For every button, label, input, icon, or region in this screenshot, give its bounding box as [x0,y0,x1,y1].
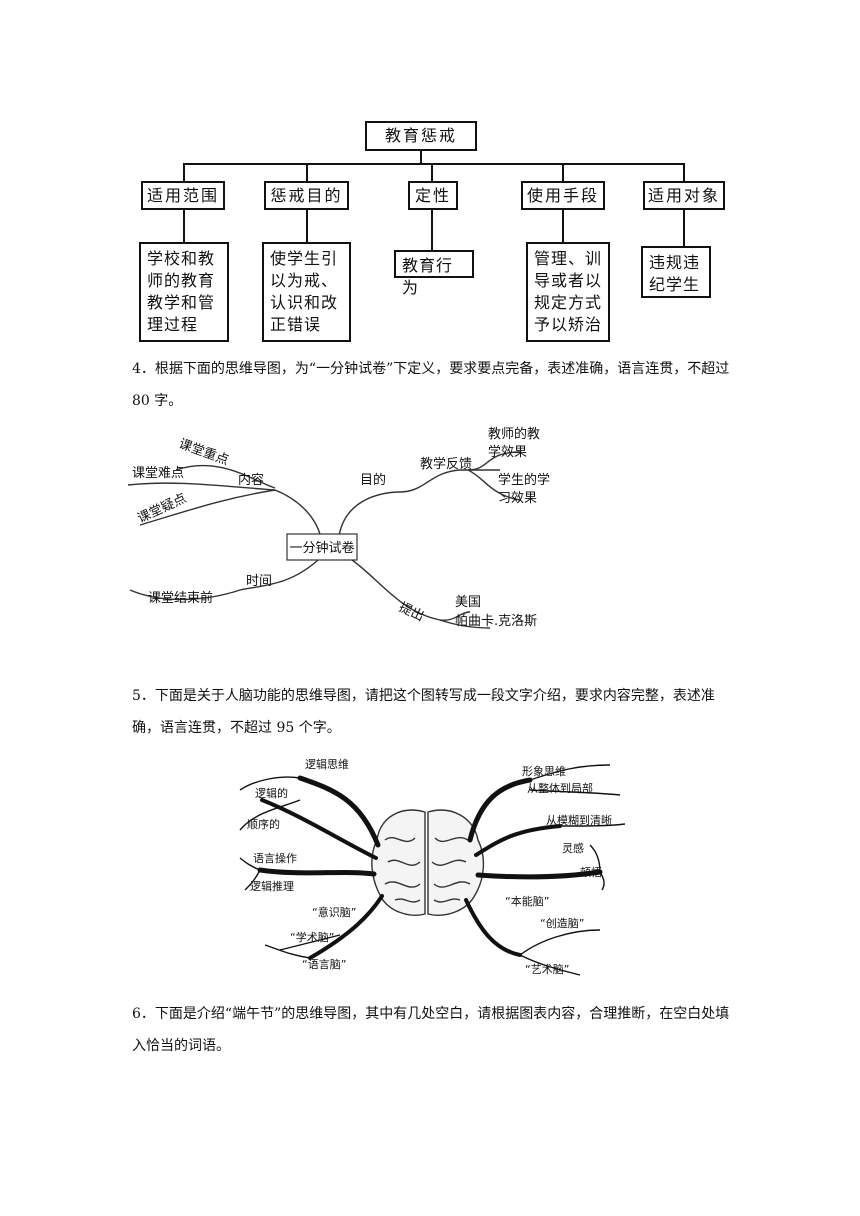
tree-branch-box: 适用范围 [141,181,225,210]
mindmap-center-label: 一分钟试卷 [289,540,354,556]
tree-branch-box: 定性 [408,181,458,210]
mindmap-center-box [286,533,358,561]
tree-detail-box: 违规违 纪学生 [641,246,711,298]
brain-right-label: 顿悟 [580,865,602,879]
question-5-text: 5．下面是关于人脑功能的思维导图，请把这个图转写成一段文字介绍，要求内容完整，表… [132,688,715,736]
tree-detail-box: 管理、训 导或者以 规定方式 予以矫治 [526,242,610,342]
tree-root-box: 教育惩戒 [365,121,477,151]
tree-branch-box: 适用对象 [643,181,725,210]
purpose-item-line1: 教师的教 [488,426,540,442]
tree-connector [183,163,185,181]
tree-branch-box: 使用手段 [521,181,605,210]
brain-left-label: 逻辑思维 [305,757,349,771]
time-item: 课堂结束前 [148,590,213,606]
question-6-text: 6．下面是介绍“端午节”的思维导图，其中有几处空白，请根据图表内容，合理推断，在… [132,1006,730,1054]
tree-connector [183,163,683,165]
tree-connector [562,210,564,242]
content-item: 课堂难点 [132,466,184,481]
purpose-label: 目的 [360,472,386,488]
tree-branch-box: 惩戒目的 [264,181,349,210]
brain-right-label: “创造脑” [540,916,584,930]
tree-connector [431,163,433,181]
tree-detail-box: 教育行为 [394,250,474,297]
tree-connector [683,163,685,181]
tree-connector [306,163,308,181]
purpose-item-line2: 学效果 [488,444,527,460]
tree-connector [431,210,433,250]
tree-connector [420,151,422,164]
tree-connector [562,163,564,181]
brain-right-label: 从整体到局部 [527,781,593,795]
brain-right-label: 从模糊到清晰 [546,813,612,827]
content-label: 内容 [238,472,264,488]
proposer-item: 美国 [455,595,481,610]
brain-left-label: 逻辑的 [255,786,288,800]
brain-left-label: 语言操作 [253,851,297,865]
brain-left-label: 顺序的 [247,817,280,831]
brain-right-label: “艺术脑” [525,963,569,976]
question-4-text: 4．根据下面的思维导图，为“一分钟试卷”下定义，要求要点完备，表述准确，语言连贯… [132,361,730,409]
brain-left-label: “学术脑” [290,930,334,944]
brain-right-label: 形象思维 [522,765,566,778]
purpose-item-line1: 学生的学 [498,472,550,488]
tree-connector [183,210,185,242]
time-label: 时间 [246,574,272,589]
purpose-sub: 教学反馈 [420,456,472,472]
tree-detail-box: 学校和教 师的教育 教学和管 理过程 [139,242,229,342]
brain-left-label: “意识脑” [312,905,356,919]
tree-connector [306,210,308,242]
brain-right-label: 灵感 [562,842,584,855]
brain-right-label: “本能脑” [505,894,549,908]
brain-left-label: “语言脑” [302,958,346,971]
tree-connector [683,210,685,246]
tree-detail-box: 使学生引 以为戒、 认识和改 正错误 [262,242,351,342]
proposer-item: 帕曲卡.克洛斯 [455,614,537,629]
purpose-item-line2: 习效果 [498,491,537,506]
brain-left-label: 逻辑推理 [250,879,294,893]
